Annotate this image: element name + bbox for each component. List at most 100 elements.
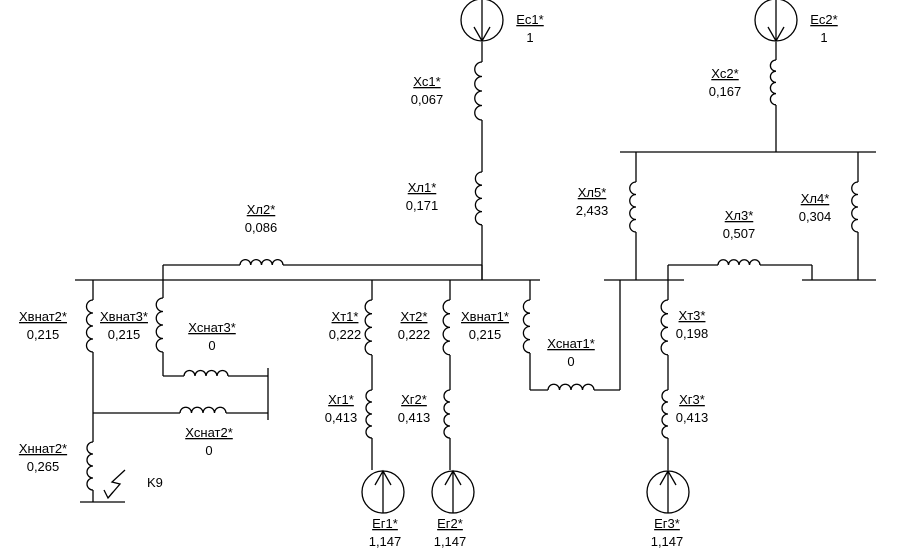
circuit-wires bbox=[75, 42, 876, 503]
element-name: Xл3* bbox=[725, 208, 754, 223]
element-name: Ec1* bbox=[516, 12, 543, 27]
label-xt3: Xт3*0,198 bbox=[676, 308, 709, 341]
label-xl5: Xл5* 2,433 bbox=[576, 185, 609, 218]
coil-xvnat1 bbox=[522, 299, 531, 354]
element-value: 0 bbox=[205, 443, 212, 458]
element-value: 0,067 bbox=[411, 92, 444, 107]
element-name: Xт3* bbox=[679, 308, 706, 323]
element-name: Xт2* bbox=[401, 309, 428, 324]
element-name: Xл2* bbox=[247, 202, 276, 217]
element-value: 0,413 bbox=[676, 410, 709, 425]
element-name: Xвнат3* bbox=[100, 309, 148, 324]
element-value: 1 bbox=[820, 30, 827, 45]
label-xvnat1: Xвнат1* 0,215 bbox=[461, 309, 509, 342]
element-name: Xc2* bbox=[711, 66, 738, 81]
label-xl4: Xл4* 0,304 bbox=[799, 191, 832, 224]
label-eg1: Eг1* 1,147 bbox=[369, 516, 402, 549]
element-name: Xл5* bbox=[578, 185, 607, 200]
coil-xt1 bbox=[364, 299, 373, 356]
element-value: 0 bbox=[567, 354, 574, 369]
coil-xc2 bbox=[769, 59, 777, 106]
coil-xsnat2 bbox=[179, 406, 227, 414]
coil-xsnat1 bbox=[547, 383, 595, 391]
element-value: 0,265 bbox=[27, 459, 60, 474]
label-xsnat1: Xснат1* 0 bbox=[547, 336, 595, 369]
element-value: 0,222 bbox=[329, 327, 362, 342]
coil-xnnat2 bbox=[86, 441, 94, 491]
source-eg3 bbox=[646, 469, 690, 514]
emf-sources bbox=[361, 0, 798, 514]
coil-xsnat3 bbox=[183, 369, 229, 377]
label-eg3: Eг3* 1,147 bbox=[651, 516, 684, 549]
label-xsnat2: Xснат2* 0 bbox=[185, 425, 233, 458]
element-value: 1,147 bbox=[369, 534, 402, 549]
label-xt1: Xт1* 0,222 bbox=[329, 309, 362, 342]
label-eg2: Eг2* 1,147 bbox=[434, 516, 467, 549]
coil-xvnat2 bbox=[85, 299, 94, 353]
element-value: 0 bbox=[208, 338, 215, 353]
element-name: Xт1* bbox=[332, 309, 359, 324]
element-name: Ec2* bbox=[810, 12, 837, 27]
coil-xvnat3 bbox=[155, 297, 164, 353]
label-xg3: Xг3* 0,413 bbox=[676, 392, 709, 425]
label-xl3: Xл3* 0,507 bbox=[723, 208, 756, 241]
element-name: Eг2* bbox=[437, 516, 463, 531]
element-name: Xснат3* bbox=[188, 320, 236, 335]
fault-lightning-icon bbox=[107, 469, 126, 499]
element-value: 0,413 bbox=[398, 410, 431, 425]
coil-xt2 bbox=[442, 299, 451, 356]
element-value: 0,171 bbox=[406, 198, 439, 213]
element-name: Xг3* bbox=[679, 392, 705, 407]
element-value: 0,222 bbox=[398, 327, 431, 342]
element-name: Xвнат1* bbox=[461, 309, 509, 324]
fault-point-k9: K9 bbox=[103, 469, 163, 500]
element-value: 0,215 bbox=[27, 327, 60, 342]
element-name: Eг1* bbox=[372, 516, 398, 531]
label-xg2: Xг2* 0,413 bbox=[398, 392, 431, 425]
element-name: Xннат2* bbox=[19, 441, 67, 456]
label-xvnat2: Xвнат2* 0,215 bbox=[19, 309, 67, 342]
coil-xl3 bbox=[717, 259, 761, 266]
coil-xl2 bbox=[239, 259, 284, 266]
element-value: 0,167 bbox=[709, 84, 742, 99]
coil-xl1 bbox=[474, 171, 483, 226]
label-xg1: Xг1*0,413 bbox=[325, 392, 358, 425]
element-value: 0,507 bbox=[723, 226, 756, 241]
element-name: Xснат2* bbox=[185, 425, 233, 440]
element-name: Eг3* bbox=[654, 516, 680, 531]
fault-label: K9 bbox=[147, 475, 163, 490]
coil-xl4 bbox=[851, 181, 859, 233]
coil-xg3 bbox=[661, 389, 669, 439]
source-eg1 bbox=[361, 469, 405, 514]
coil-xt3 bbox=[660, 299, 669, 356]
element-value: 0,215 bbox=[108, 327, 141, 342]
element-name: Xл1* bbox=[408, 180, 437, 195]
fault-arrow-icon bbox=[103, 489, 114, 500]
label-ec2: Ec2* 1 bbox=[810, 12, 837, 45]
element-name: Xснат1* bbox=[547, 336, 595, 351]
element-name: Xг1* bbox=[328, 392, 354, 407]
element-value: 1,147 bbox=[651, 534, 684, 549]
coil-xg1 bbox=[365, 389, 373, 439]
label-ec1: Ec1*1 bbox=[516, 12, 543, 45]
element-name: Xc1* bbox=[413, 74, 440, 89]
label-xt2: Xт2* 0,222 bbox=[398, 309, 431, 342]
coil-xl5 bbox=[629, 181, 637, 233]
label-xl1: Xл1* 0,171 bbox=[406, 180, 439, 213]
element-name: Xвнат2* bbox=[19, 309, 67, 324]
element-name: Xл4* bbox=[801, 191, 830, 206]
label-xsnat3: Xснат3* 0 bbox=[188, 320, 236, 353]
element-value: 1,147 bbox=[434, 534, 467, 549]
element-value: 2,433 bbox=[576, 203, 609, 218]
element-value: 0,304 bbox=[799, 209, 832, 224]
coil-xc1 bbox=[474, 61, 483, 121]
label-xc2: Xc2* 0,167 bbox=[709, 66, 742, 99]
label-xvnat3: Xвнат3* 0,215 bbox=[100, 309, 148, 342]
element-name: Xг2* bbox=[401, 392, 427, 407]
coil-xg2 bbox=[443, 389, 451, 439]
inductor-coils bbox=[85, 59, 859, 491]
element-value: 0,215 bbox=[469, 327, 502, 342]
source-ec2 bbox=[754, 0, 798, 43]
